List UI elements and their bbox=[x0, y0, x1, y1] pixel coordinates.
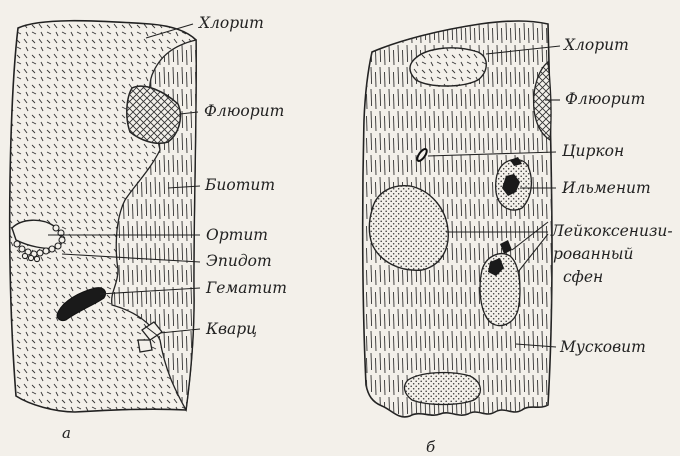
label-b-muscovite: Мусковит bbox=[559, 338, 646, 356]
label-a-quartz: Кварц bbox=[205, 320, 257, 338]
label-a-chlorite: Хлорит bbox=[198, 14, 264, 32]
label-b-fluorite: Флюорит bbox=[565, 90, 645, 108]
label-a-orthite: Ортит bbox=[206, 226, 268, 244]
label-b-leucoxene-line3: сфен bbox=[563, 268, 603, 286]
label-b-chlorite: Хлорит bbox=[563, 36, 629, 54]
label-b-leucoxene-line1: Лейкоксенизи- bbox=[550, 222, 673, 240]
label-b-zircon: Циркон bbox=[562, 142, 624, 160]
label-b-leucoxene-line2: рованный bbox=[553, 245, 634, 263]
panel-a-caption: а bbox=[62, 424, 71, 442]
label-a-fluorite: Флюорит bbox=[204, 102, 284, 120]
panel-b-caption: б bbox=[426, 438, 436, 456]
label-a-hematite: Гематит bbox=[205, 279, 287, 297]
label-a-epidote: Эпидот bbox=[206, 252, 272, 270]
panel-b: Хлорит Флюорит Циркон Ильменит Лейкоксен… bbox=[363, 21, 673, 456]
panel-a: Хлорит Флюорит Биотит Ортит Эпидот Гемат… bbox=[10, 14, 287, 442]
label-b-ilmenite: Ильменит bbox=[561, 179, 651, 197]
label-a-biotite: Биотит bbox=[204, 176, 275, 194]
